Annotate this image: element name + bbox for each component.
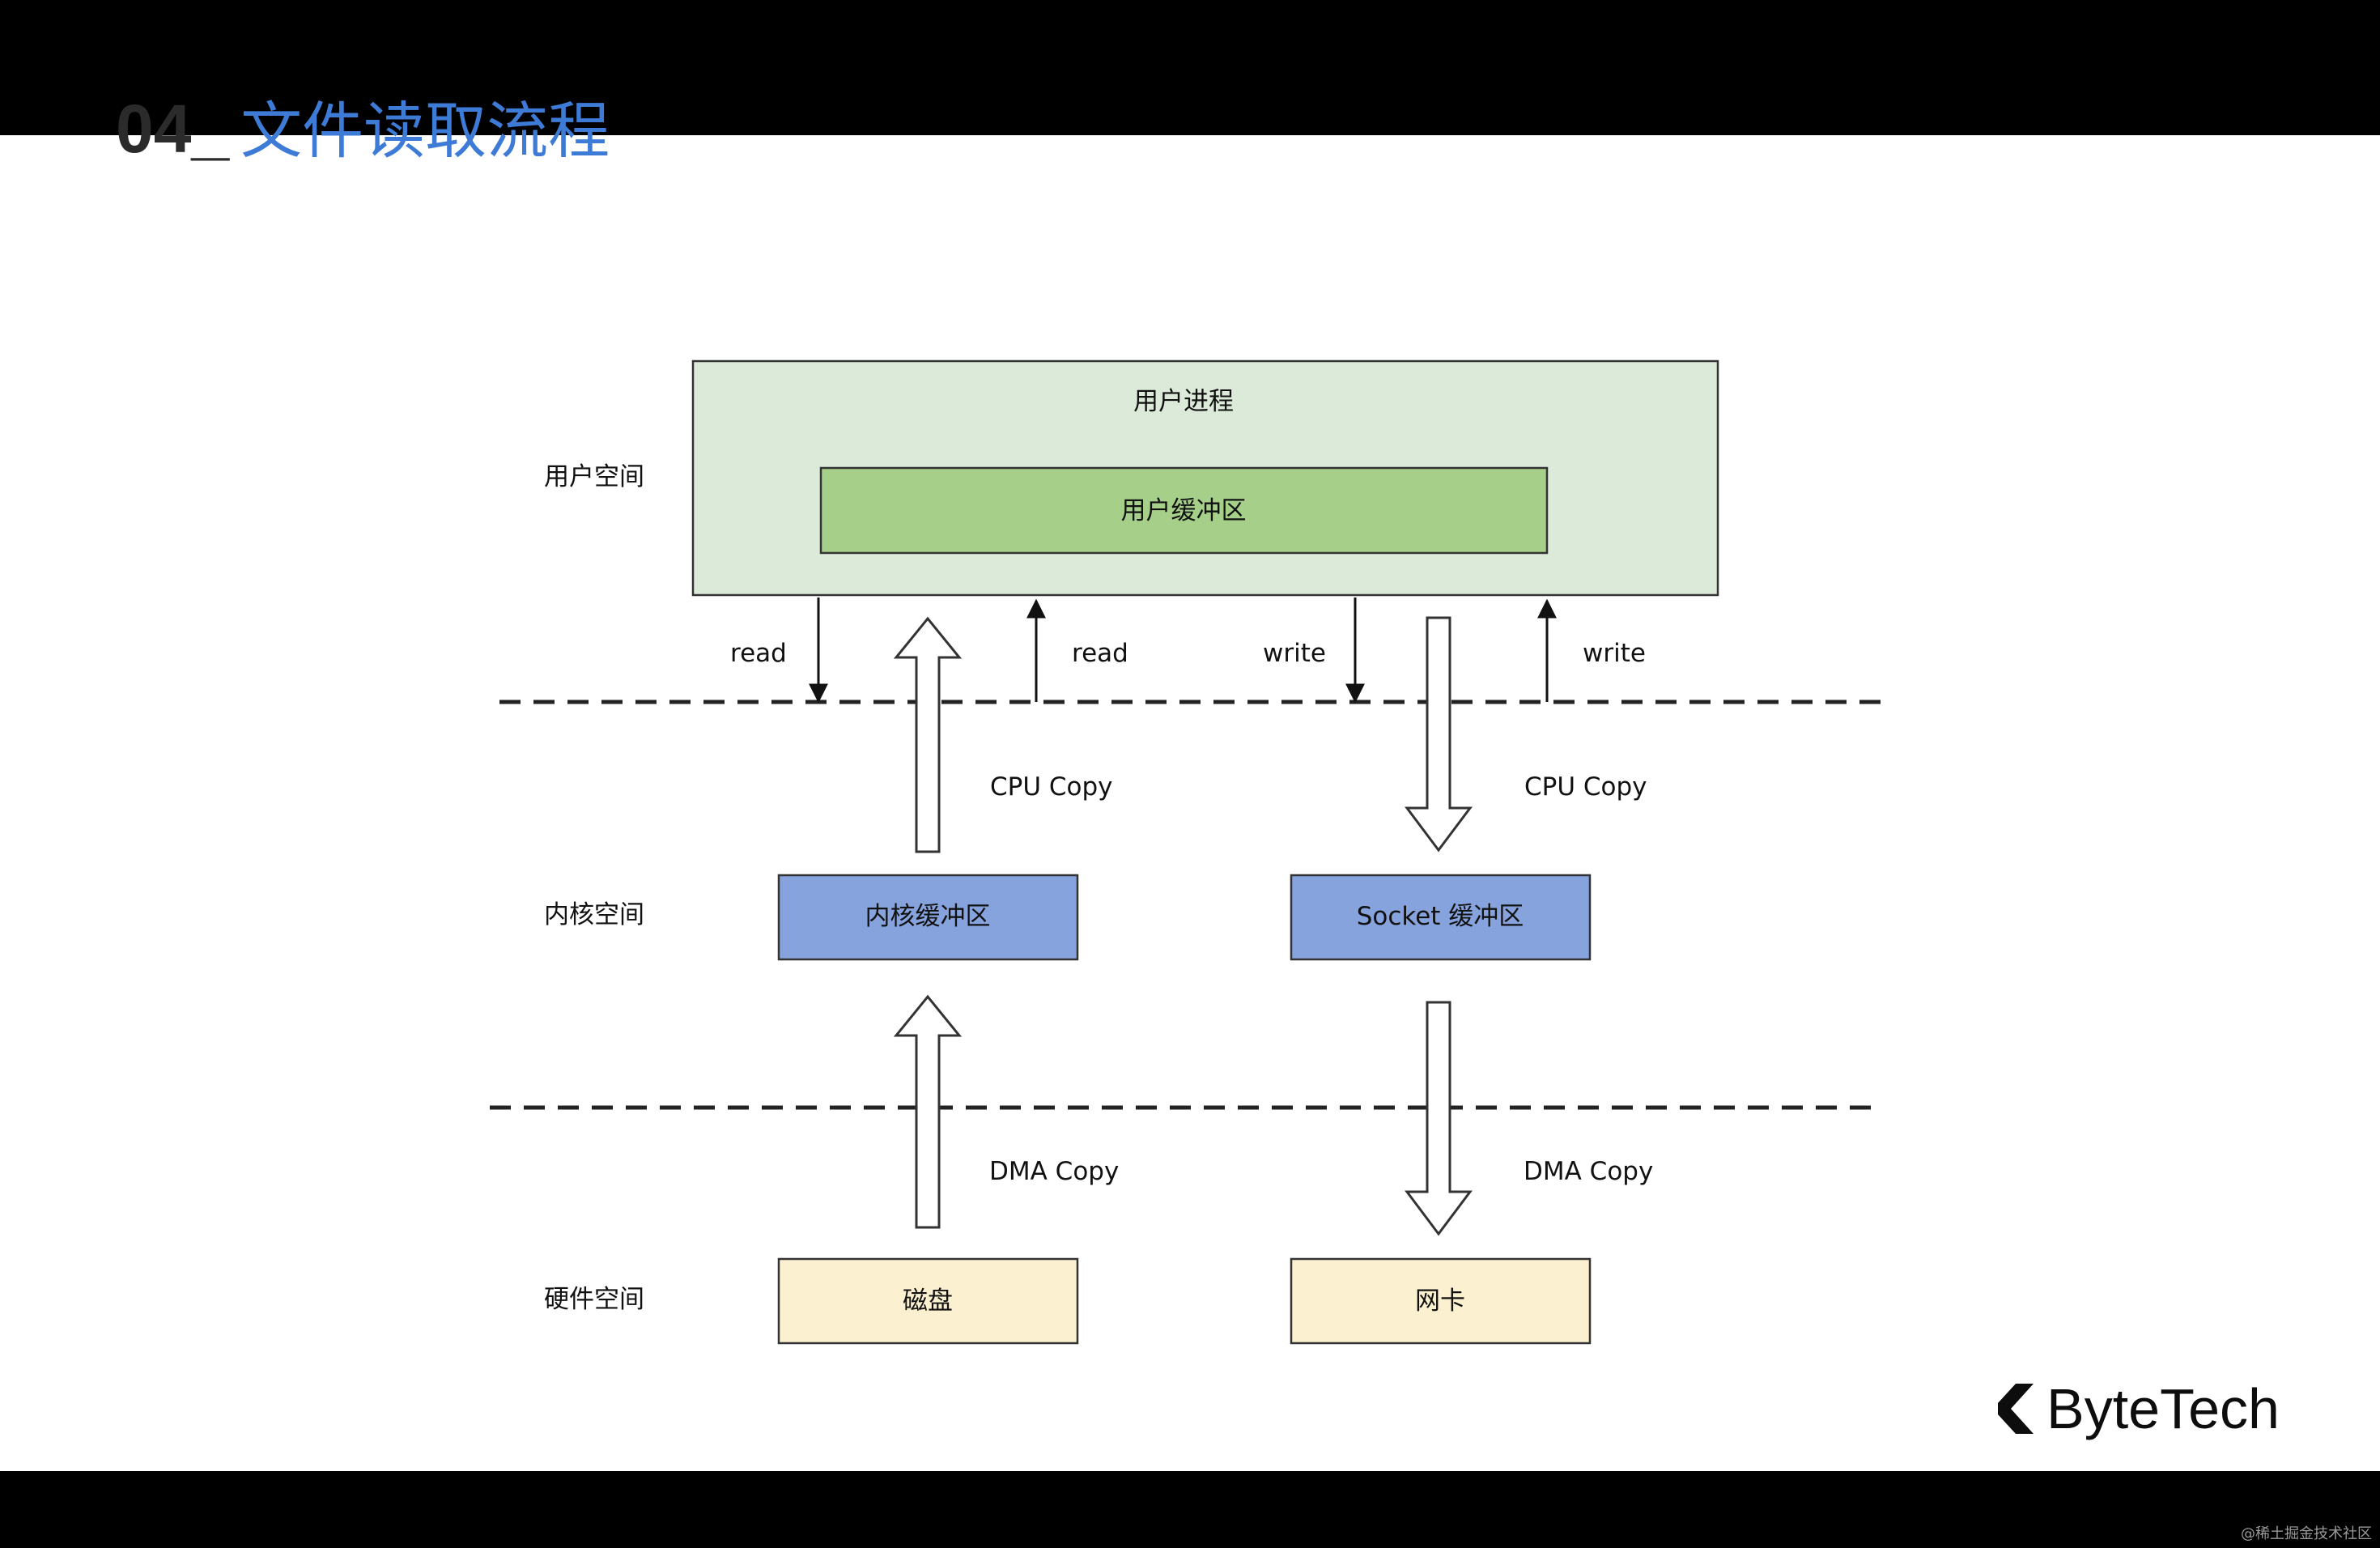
write-return-label: write — [1583, 639, 1646, 668]
kernel-buffer-label: 内核缓冲区 — [865, 902, 991, 931]
layer-label-hardware-space: 硬件空间 — [544, 1285, 644, 1314]
title-number: 04_ — [116, 91, 230, 167]
disk-box — [777, 1257, 1079, 1345]
write-call-label: write — [1263, 639, 1326, 668]
read-return-label: read — [1072, 639, 1128, 668]
layer-label-kernel-space: 内核空间 — [544, 900, 644, 929]
nic-box — [1290, 1257, 1592, 1345]
read-call-label: read — [730, 639, 787, 668]
user-buffer-label: 用户缓冲区 — [1121, 496, 1247, 525]
slide — [0, 135, 2380, 1471]
user-buffer-box — [819, 466, 1549, 555]
dma-copy-write-arrow — [1405, 1001, 1473, 1236]
cpu-copy-read-label: CPU Copy — [990, 772, 1113, 802]
bytetech-mark-icon — [1998, 1384, 2034, 1434]
title-text: 文件读取流程 — [240, 95, 610, 167]
disk-label: 磁盘 — [903, 1286, 953, 1316]
socket-buffer-label: Socket 缓冲区 — [1357, 902, 1524, 931]
dma-copy-read-arrow — [893, 994, 963, 1229]
kernel-buffer-box — [777, 874, 1079, 961]
bytetech-logo: ByteTech — [1998, 1376, 2280, 1441]
nic-label: 网卡 — [1415, 1286, 1465, 1316]
bytetech-logo-text: ByteTech — [2046, 1377, 2280, 1440]
cpu-copy-write-arrow — [1405, 616, 1473, 853]
socket-buffer-box — [1290, 874, 1592, 961]
cpu-copy-read-arrow — [893, 616, 963, 853]
dma-copy-write-label: DMA Copy — [1524, 1157, 1653, 1186]
page-title: 04_ 文件读取流程 — [116, 81, 610, 170]
dma-copy-read-label: DMA Copy — [989, 1157, 1119, 1186]
cpu-copy-write-label: CPU Copy — [1524, 772, 1647, 802]
layer-label-user-space: 用户空间 — [544, 462, 644, 491]
user-process-label: 用户进程 — [1133, 387, 1234, 416]
watermark-credit: @稀土掘金技术社区 — [2241, 1525, 2372, 1542]
